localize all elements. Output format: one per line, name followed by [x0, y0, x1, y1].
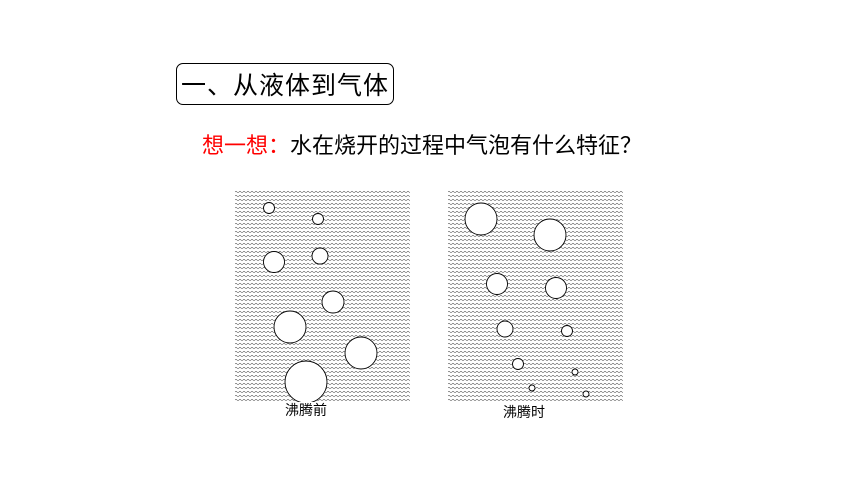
bubble [263, 202, 275, 214]
question-prompt: 想一想： [202, 134, 291, 159]
bubble [533, 218, 567, 252]
bubble [545, 277, 567, 299]
caption-before-boiling: 沸腾前 [285, 403, 327, 419]
bubble [344, 336, 378, 370]
bubble [512, 358, 524, 370]
bubble [273, 310, 307, 344]
diagram-before-boiling [235, 190, 410, 402]
bubble [464, 202, 498, 236]
bubble [263, 251, 285, 273]
bubble [311, 247, 329, 265]
bubble [321, 290, 345, 314]
diagram-during-boiling [448, 190, 623, 402]
bubble [496, 320, 514, 338]
bubble [284, 360, 328, 402]
question-line: 想一想：水在烧开的过程中气泡有什么特征？ [202, 128, 642, 160]
bubble [582, 390, 590, 398]
water-diagram-svg [235, 191, 410, 402]
caption-during-boiling: 沸腾时 [503, 405, 545, 421]
question-text: 水在烧开的过程中气泡有什么特征？ [290, 134, 643, 159]
bubble [312, 213, 324, 225]
section-title-box: 一、从液体到气体 [176, 63, 394, 105]
bubble [571, 368, 579, 376]
water-diagram-svg [448, 191, 623, 401]
bubble [561, 325, 573, 337]
section-title: 一、从液体到气体 [180, 71, 389, 100]
bubble [486, 273, 508, 295]
bubble [528, 384, 536, 392]
